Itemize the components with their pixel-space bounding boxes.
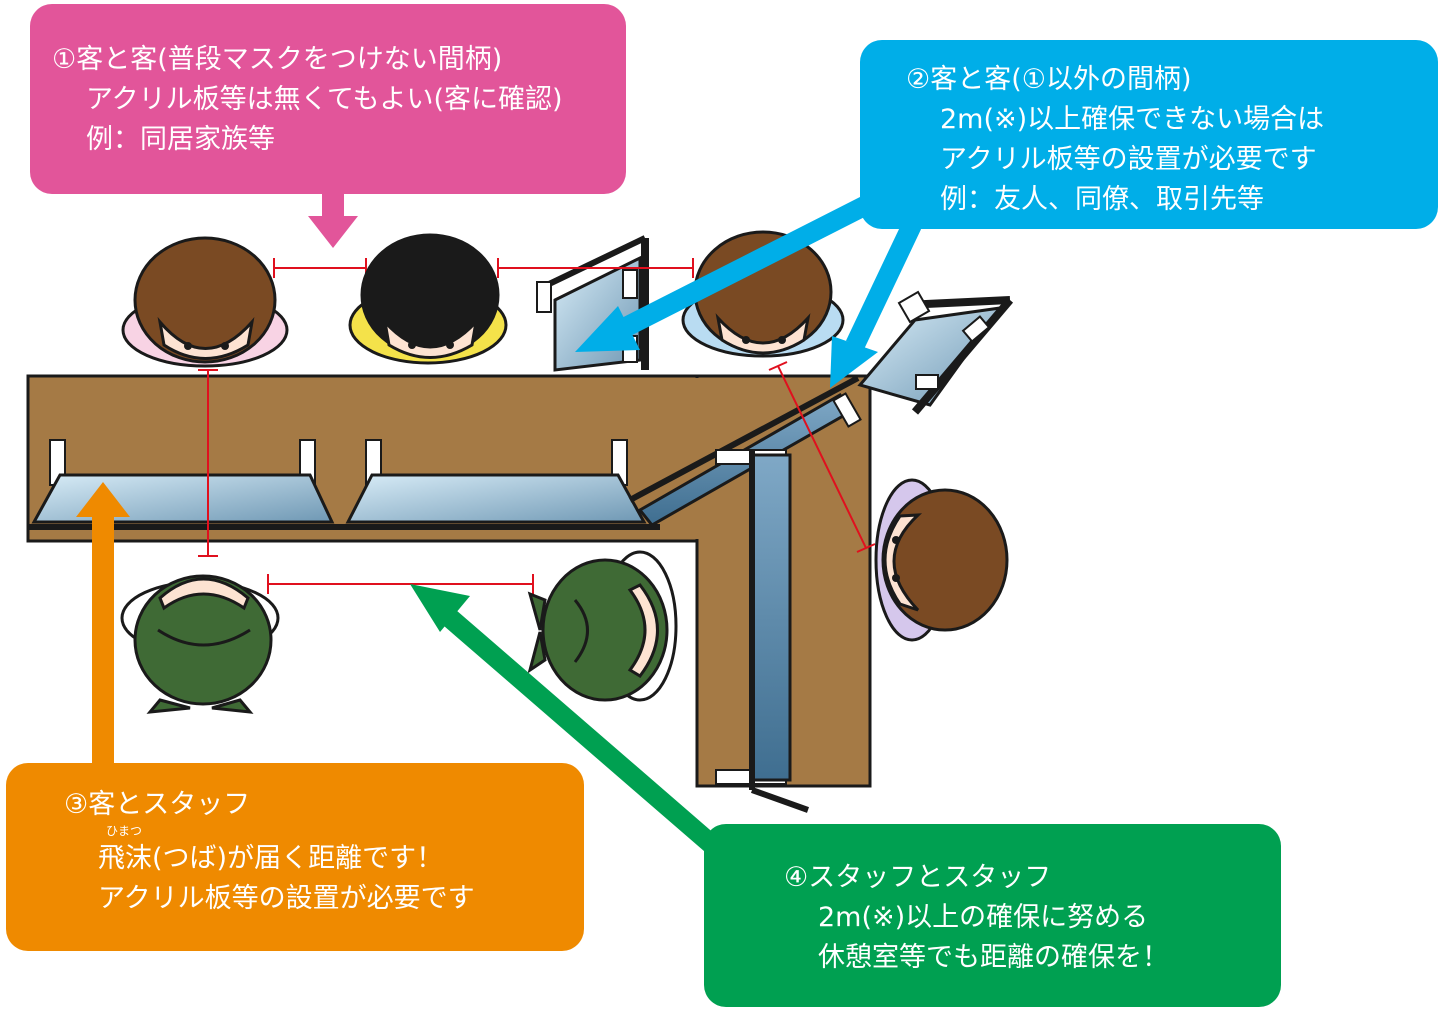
callout-ruby: ひまつ bbox=[106, 824, 143, 838]
staff-head-icon bbox=[527, 550, 678, 702]
callout-title: ①客と客(普段マスクをつけない間柄) bbox=[52, 44, 503, 75]
arrow-icon bbox=[308, 190, 358, 248]
acrylic-panel-icon bbox=[857, 290, 1014, 415]
arrow-icon bbox=[410, 584, 725, 858]
customer-head-icon bbox=[121, 236, 289, 368]
acrylic-panel-icon bbox=[715, 449, 810, 813]
customer-head-icon bbox=[874, 478, 1009, 642]
callout-title: ④スタッフとスタッフ bbox=[784, 862, 1052, 893]
panel-clip bbox=[832, 392, 862, 428]
callout-text: アクリル板等の設置が必要です bbox=[940, 144, 1317, 175]
arrow-icon bbox=[76, 482, 130, 767]
callout-example: 例：友人、同僚、取引先等 bbox=[940, 184, 1264, 215]
callout-text: 休憩室等でも距離の確保を！ bbox=[818, 942, 1169, 973]
customer-head-icon bbox=[681, 230, 845, 358]
callout-customer-customer-family: ①客と客(普段マスクをつけない間柄) アクリル板等は無くてもよい(客に確認) 例… bbox=[30, 4, 626, 194]
callout-text: 2m(※)以上の確保に努める bbox=[818, 902, 1149, 933]
callout-title: ②客と客(①以外の間柄) bbox=[906, 64, 1192, 95]
staff-head-icon bbox=[120, 574, 280, 714]
callout-customer-staff: ③客とスタッフ ひまつ 飛沫(つば)が届く距離です！ アクリル板等の設置が必要で… bbox=[6, 763, 584, 951]
arrow-icon bbox=[575, 189, 922, 388]
callout-staff-staff: ④スタッフとスタッフ 2m(※)以上の確保に努める 休憩室等でも距離の確保を！ bbox=[704, 824, 1281, 1007]
callout-text: 2m(※)以上確保できない場合は bbox=[940, 104, 1325, 135]
callout-customer-customer-other: ②客と客(①以外の間柄) 2m(※)以上確保できない場合は アクリル板等の設置が… bbox=[860, 40, 1438, 229]
acrylic-panel-icon bbox=[345, 439, 647, 524]
callout-title: ③客とスタッフ bbox=[64, 789, 251, 820]
callout-text: アクリル板等は無くてもよい(客に確認) bbox=[86, 84, 563, 115]
customer-head-icon bbox=[348, 233, 508, 365]
callout-text: 飛沫(つば)が届く距離です！ bbox=[98, 843, 444, 874]
callout-example: 例：同居家族等 bbox=[86, 124, 275, 155]
callout-text: アクリル板等の設置が必要です bbox=[98, 883, 475, 914]
